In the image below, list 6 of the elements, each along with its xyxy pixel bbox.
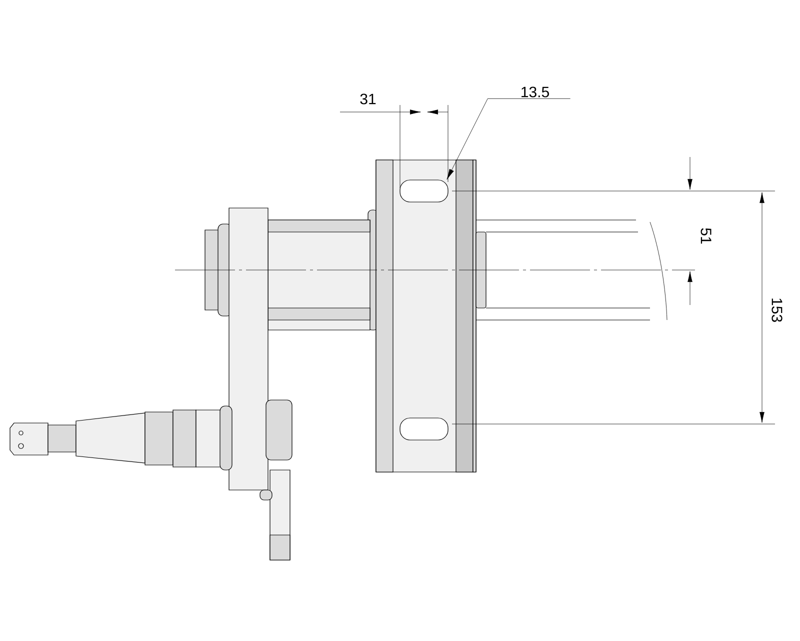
slot-hole xyxy=(400,180,448,202)
dimension-label: 31 xyxy=(360,94,376,104)
dimension-label: 153 xyxy=(772,298,782,322)
leader-line xyxy=(446,98,570,180)
dimension-label: 51 xyxy=(700,228,712,244)
dimension-label: 13.5 xyxy=(522,86,549,98)
